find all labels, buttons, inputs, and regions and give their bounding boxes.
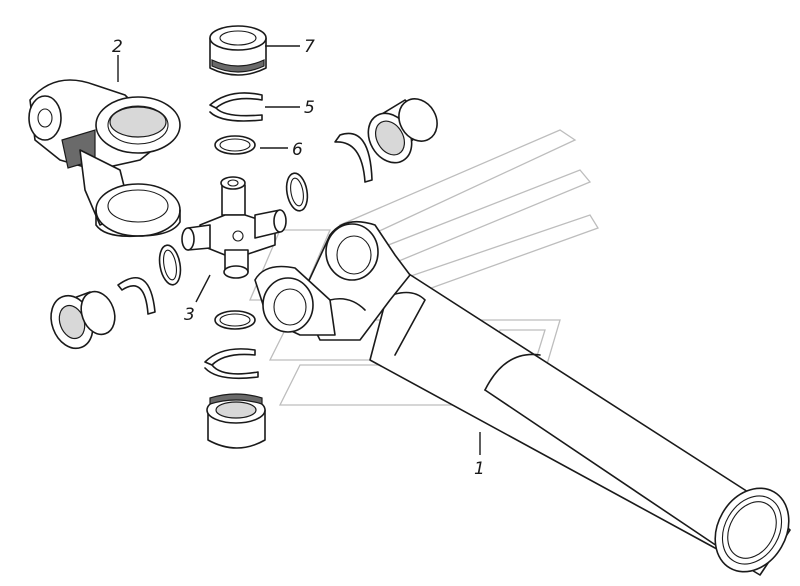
o-ring-right bbox=[285, 172, 309, 212]
callout-labels: 2 7 5 6 3 1 bbox=[112, 37, 485, 479]
o-ring-bottom bbox=[214, 310, 256, 330]
callout-5: 5 bbox=[304, 98, 315, 118]
leader-lines bbox=[117, 45, 481, 455]
bearing-cup-top bbox=[209, 25, 267, 76]
retaining-ring-right bbox=[334, 132, 373, 183]
bearing-cup-bottom bbox=[206, 393, 266, 449]
bearing-cup-right bbox=[367, 98, 438, 164]
bearing-cup-left bbox=[50, 290, 116, 350]
retaining-ring-top bbox=[209, 92, 263, 122]
o-ring-left bbox=[158, 244, 182, 286]
callout-2: 2 bbox=[112, 37, 123, 57]
callout-3: 3 bbox=[184, 305, 195, 325]
callout-1: 1 bbox=[474, 459, 485, 479]
callout-7: 7 bbox=[304, 37, 315, 57]
driveshaft-tube bbox=[254, 220, 791, 576]
callout-6: 6 bbox=[292, 140, 303, 160]
retaining-ring-left bbox=[117, 276, 156, 315]
cross-spider bbox=[181, 176, 287, 279]
flange-yoke bbox=[28, 79, 181, 238]
o-ring-top bbox=[214, 135, 256, 155]
retaining-ring-bottom bbox=[204, 348, 259, 380]
